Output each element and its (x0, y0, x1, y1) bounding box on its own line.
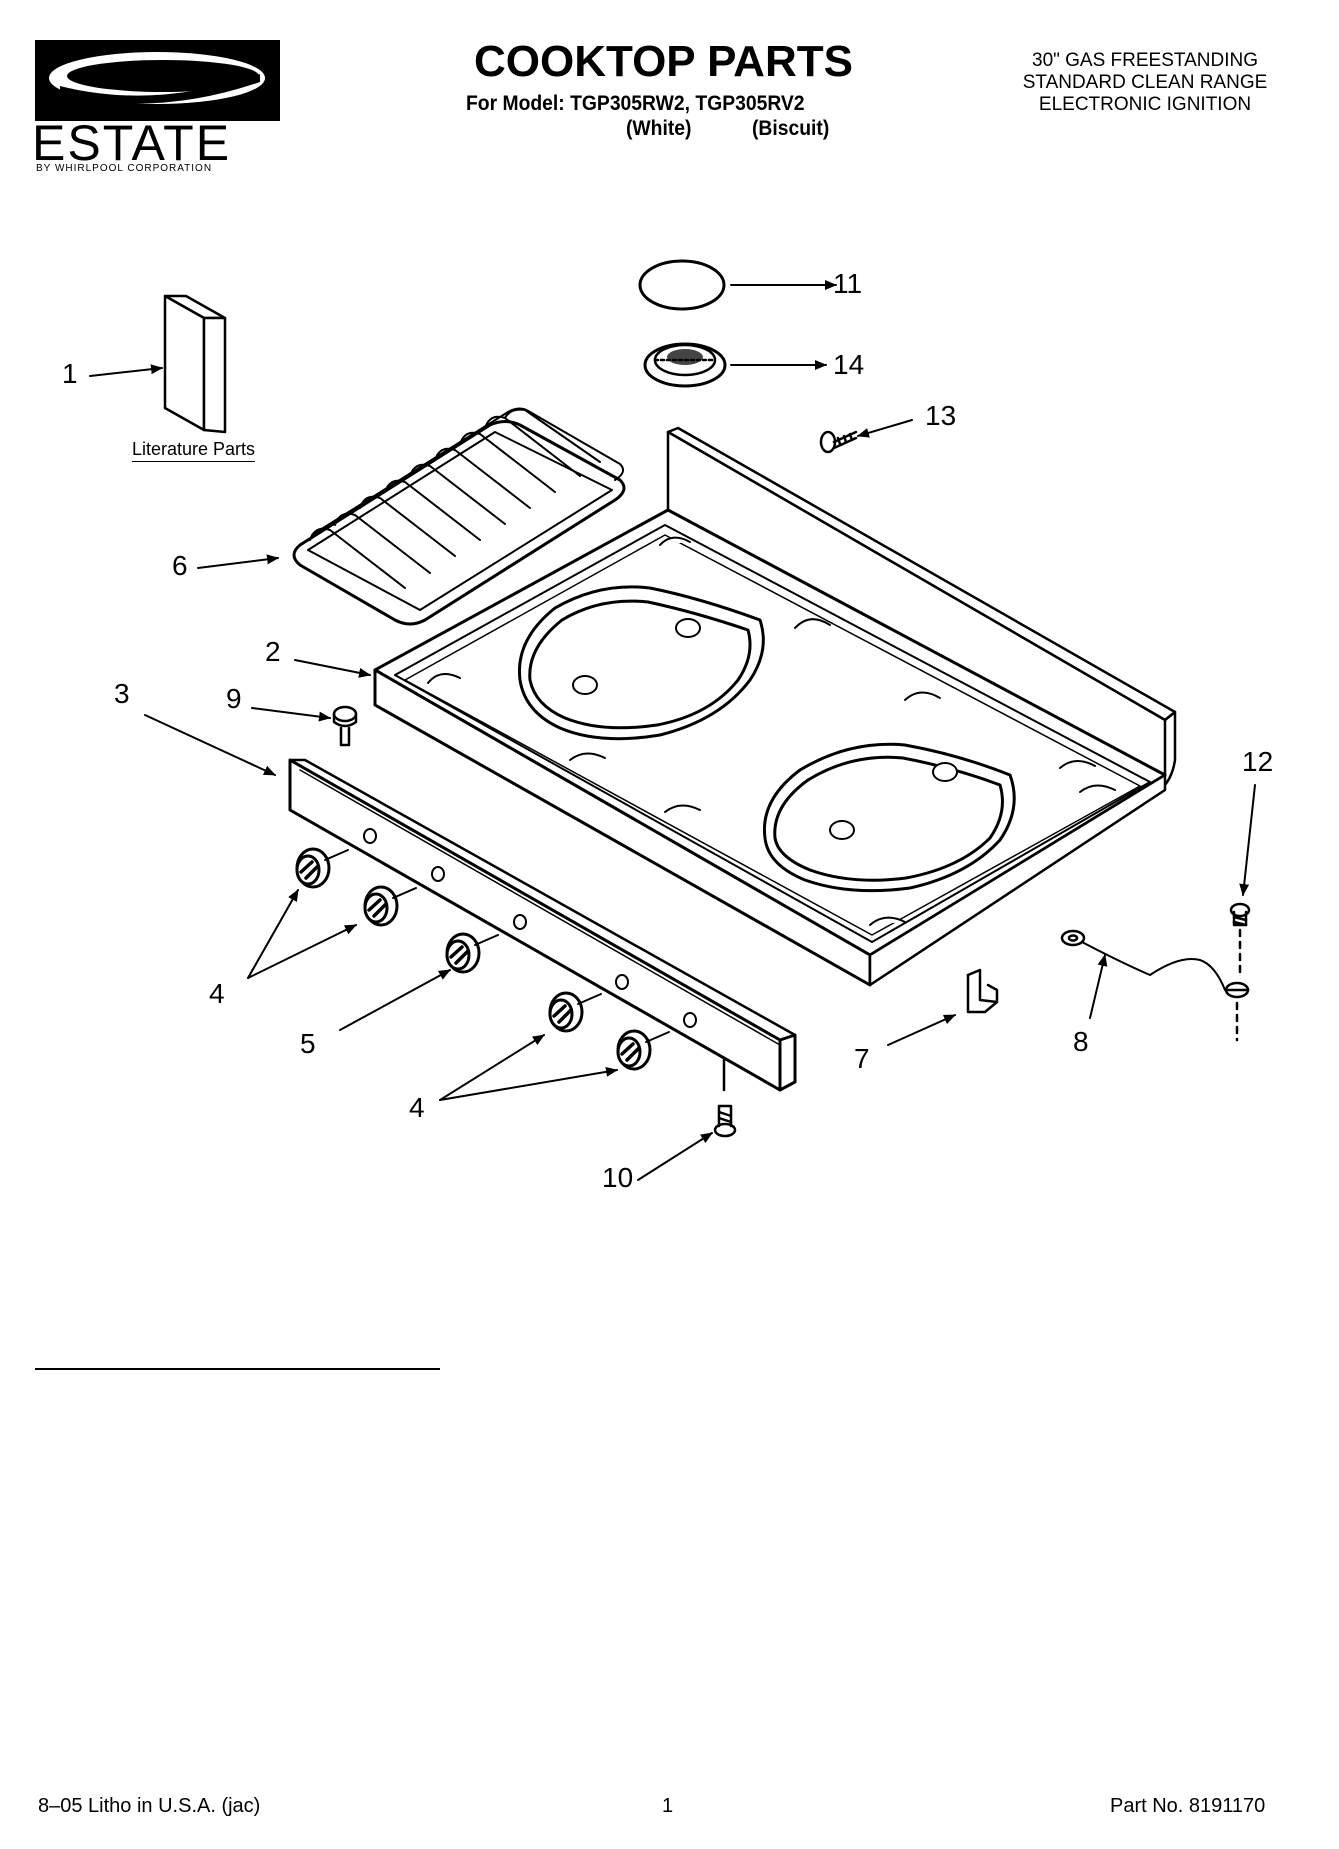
page-title: COOKTOP PARTS (474, 37, 853, 86)
mounting-clip (966, 968, 999, 1014)
product-description: 30" GAS FREESTANDING STANDARD CLEAN RANG… (985, 50, 1305, 116)
description-line-1: 30" GAS FREESTANDING (1032, 50, 1258, 71)
callout-14: 14 (833, 349, 865, 380)
logo-wordmark: ESTATE (32, 115, 232, 171)
callout-3: 3 (114, 678, 130, 709)
knob-4 (548, 991, 602, 1033)
knob-5 (616, 1029, 670, 1071)
callout-2: 2 (265, 636, 281, 667)
callout-4a: 4 (209, 978, 225, 1009)
callout-7: 7 (854, 1043, 870, 1074)
variant-white: (White) (626, 117, 692, 140)
burner-base (643, 342, 727, 388)
callout-4b: 4 (409, 1092, 425, 1123)
page-number: 1 (662, 1795, 674, 1817)
screw-13 (819, 430, 858, 454)
callout-13: 13 (925, 400, 957, 431)
burner-cap (638, 259, 726, 311)
control-panel (288, 758, 797, 1092)
part-number: Part No. 8191170 (1110, 1795, 1266, 1817)
knob-3 (445, 932, 499, 974)
literature-booklet (163, 294, 227, 434)
callout-1: 1 (62, 358, 78, 389)
divider-line (35, 1368, 440, 1370)
surface-grate (292, 407, 626, 626)
callout-9: 9 (226, 683, 242, 714)
screw-9 (332, 705, 358, 747)
literature-parts-label: Literature Parts (132, 439, 256, 462)
callout-8: 8 (1073, 1026, 1089, 1057)
model-line: For Model: TGP305RW2, TGP305RV2 (466, 92, 805, 115)
estate-logo (35, 40, 280, 121)
logo-tagline: BY WHIRLPOOL CORPORATION (36, 163, 213, 174)
description-line-3: ELECTRONIC IGNITION (1038, 94, 1252, 115)
control-knobs (295, 847, 670, 1071)
knob-1 (295, 847, 349, 889)
variant-biscuit: (Biscuit) (752, 117, 830, 140)
callout-11: 11 (833, 268, 863, 299)
cooktop-panel (373, 426, 1177, 987)
callout-6: 6 (172, 550, 188, 581)
ground-wire (1060, 929, 1250, 1042)
callout-10: 10 (602, 1162, 634, 1193)
screw-12 (1229, 902, 1251, 977)
callout-12: 12 (1242, 746, 1274, 777)
callout-5: 5 (300, 1028, 316, 1059)
knob-2 (363, 885, 417, 927)
screw-10 (713, 1104, 737, 1138)
leader-arrows (89, 280, 1256, 1181)
description-line-2: STANDARD CLEAN RANGE (1022, 72, 1268, 93)
footer-litho: 8–05 Litho in U.S.A. (jac) (38, 1795, 261, 1817)
